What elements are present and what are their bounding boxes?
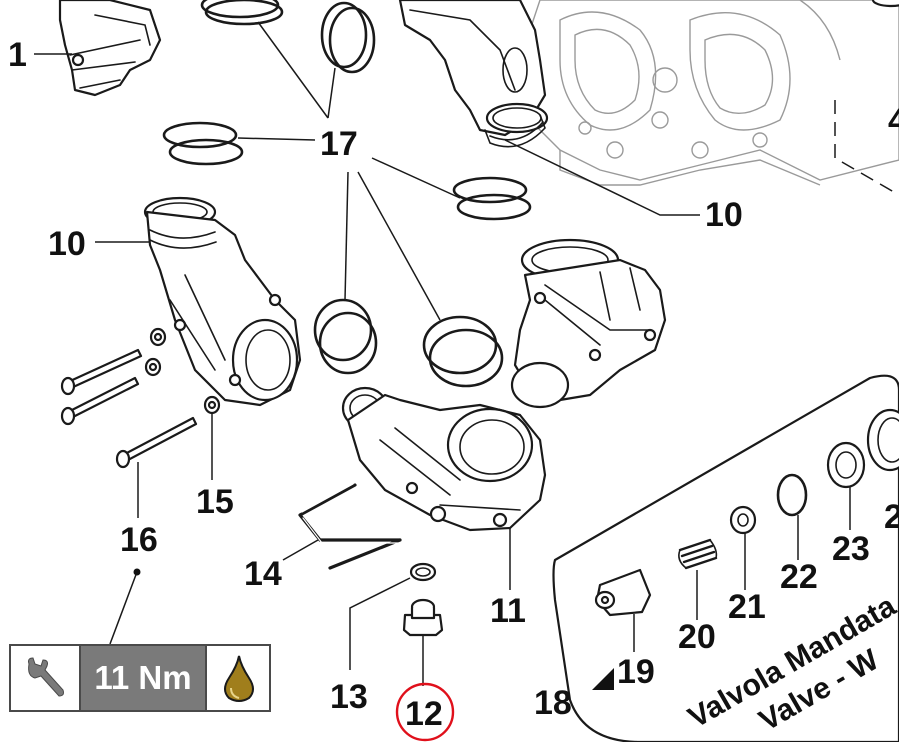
- part-14-pin: [298, 483, 402, 570]
- callout-11: 11: [490, 592, 526, 630]
- torque-dot: [133, 568, 141, 576]
- wrench-icon: [11, 646, 81, 710]
- part-10-manifold-right: [510, 238, 667, 409]
- leader-17-a: [257, 21, 329, 119]
- part-21-washer: [729, 505, 757, 535]
- part-16-bolts: [60, 348, 198, 469]
- part-23-seat: [826, 441, 866, 489]
- leader-14: [282, 539, 319, 561]
- highlight-circle-12: [395, 682, 455, 742]
- part-12-plug: [402, 598, 444, 637]
- leader-17-d: [371, 157, 461, 199]
- callout-14: 14: [244, 555, 282, 593]
- callout-10-top: 10: [705, 196, 743, 234]
- leader-10-top: [504, 139, 700, 216]
- callout-20: 20: [678, 618, 716, 656]
- callout-18: 18: [534, 684, 572, 722]
- part-19-valve-cap: [594, 568, 652, 617]
- leader-17-f: [357, 171, 441, 321]
- leader-16-torque: [109, 571, 138, 645]
- callout-12: 12: [405, 695, 443, 733]
- part-24-ring: [866, 408, 899, 472]
- callout-13: 13: [330, 678, 368, 716]
- callout-4: 4: [888, 102, 899, 140]
- leader-17-e: [344, 171, 349, 301]
- callout-1: 1: [8, 36, 27, 74]
- part-20-spring: [678, 538, 718, 570]
- part-11-manifold-center: [341, 386, 547, 532]
- part-top-right-ring: [871, 0, 899, 8]
- leader-17-b: [327, 67, 336, 119]
- leader-17-c: [237, 137, 316, 141]
- arrow-18-icon: [592, 668, 614, 690]
- callout-15: 15: [196, 483, 234, 521]
- leader-4-dashed: [834, 100, 899, 196]
- torque-spec-box: 11 Nm: [9, 644, 271, 712]
- part-13-washer: [409, 562, 437, 582]
- part-22-o-ring: [776, 473, 808, 517]
- callout-16: 16: [120, 521, 158, 559]
- part-15-washers: [144, 327, 221, 415]
- callout-10-left: 10: [48, 225, 86, 263]
- callout-2x: 2: [884, 498, 899, 536]
- oil-drop-icon: [205, 646, 271, 710]
- callout-22: 22: [780, 558, 818, 596]
- part-10-manifold-left: [143, 196, 302, 407]
- callout-17: 17: [320, 125, 358, 163]
- pump-body-outline: [519, 0, 899, 186]
- callout-19: 19: [617, 653, 655, 691]
- part-1-manifold: [58, 0, 162, 97]
- callout-21: 21: [728, 588, 766, 626]
- callout-23: 23: [832, 530, 870, 568]
- part-10-manifold-top: [398, 0, 549, 148]
- leader-13: [349, 577, 411, 670]
- torque-value: 11 Nm: [81, 646, 205, 710]
- part-17-o-rings: [162, 0, 532, 388]
- part-18-valve-panel: [552, 374, 899, 742]
